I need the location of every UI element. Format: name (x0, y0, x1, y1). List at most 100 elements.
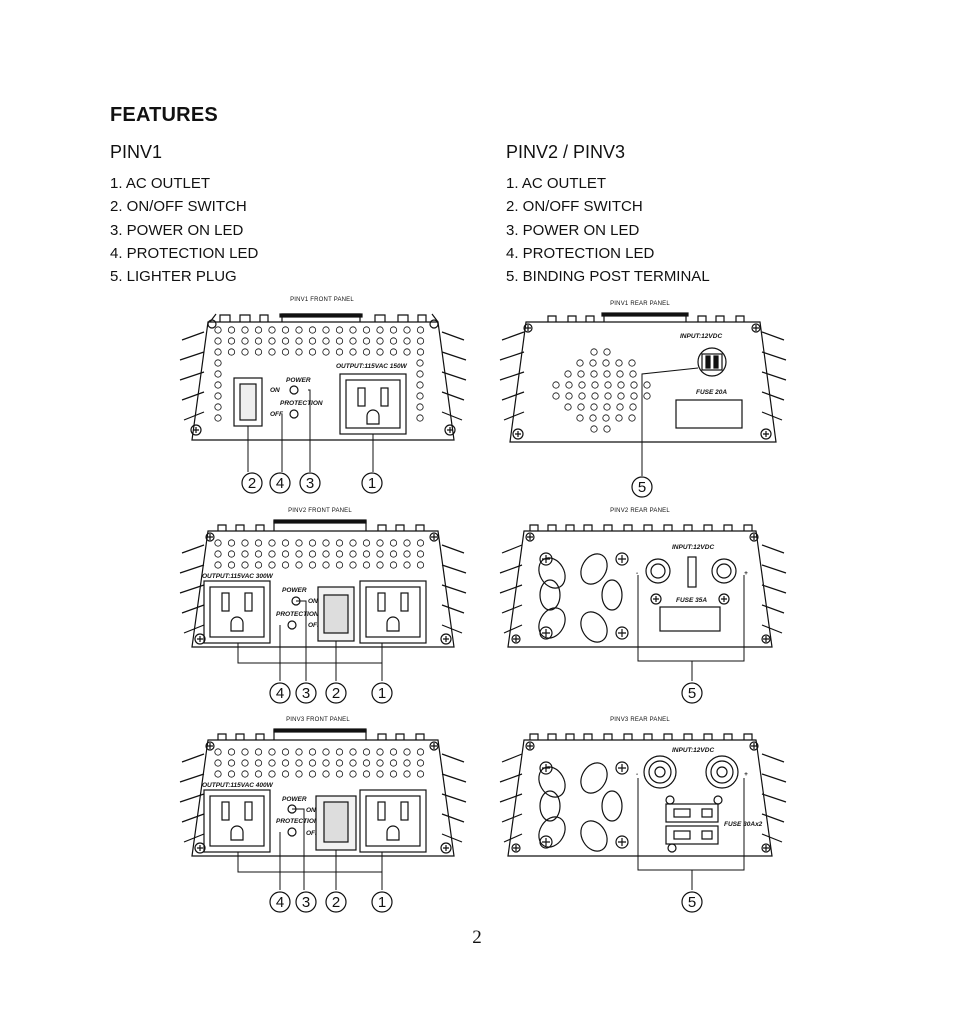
vent-hole (308, 561, 317, 569)
panel-outline (507, 530, 773, 648)
svg-text:3: 3 (302, 894, 310, 911)
off-label: OFF (306, 830, 320, 837)
fuse-label: FUSE 30Ax2 (724, 821, 763, 828)
vent-hole (254, 759, 263, 767)
vent-hole (376, 348, 384, 356)
vent-hole (389, 539, 398, 547)
vent-hole (349, 337, 357, 345)
vent-hole (603, 370, 611, 378)
vent-hole (322, 550, 330, 558)
vent-hole (308, 348, 317, 356)
vent-hole (214, 539, 222, 547)
protection-label: PROTECTION (276, 818, 319, 825)
vent-hole (616, 370, 624, 378)
vent-hole (349, 326, 357, 334)
vent-hole (335, 770, 344, 778)
vent-hole (416, 381, 424, 389)
vent-hole (376, 561, 384, 569)
vent-hole (389, 337, 398, 345)
vent-slots (538, 762, 623, 852)
list-item: 4. PROTECTION LED (110, 244, 259, 262)
vent-hole (214, 337, 222, 345)
vent-hole (227, 561, 236, 569)
panel-outline (509, 321, 777, 443)
panel-label: PINV3 REAR PANEL (610, 717, 670, 723)
vent-hole (308, 770, 317, 778)
pinv1-title: PINV1 (110, 142, 163, 162)
ac-outlet (359, 789, 427, 853)
ac-outlet (339, 373, 407, 435)
fuse-label: FUSE 20A (696, 389, 727, 396)
vent-hole (281, 770, 290, 778)
vent-hole (403, 348, 411, 356)
vent-hole (268, 759, 276, 767)
fuse-holder (665, 803, 719, 823)
vent-hole (403, 748, 411, 756)
vent-hole (362, 748, 371, 756)
list-item: 5. BINDING POST TERMINAL (506, 268, 710, 286)
vent-hole (241, 561, 249, 569)
protection-led (289, 409, 299, 419)
vent-hole (578, 392, 586, 400)
vent-hole (416, 392, 424, 400)
vent-hole (214, 759, 222, 767)
vent-hole (362, 770, 371, 778)
vent-hole (295, 348, 303, 356)
vent-hole (564, 403, 572, 411)
vent-hole (362, 550, 371, 558)
vent-hole (617, 381, 625, 389)
fuse-label: FUSE 35A (676, 597, 707, 604)
vent-hole (308, 748, 317, 756)
vent-hole (227, 337, 236, 345)
cooling-fins-left (179, 331, 205, 421)
on-label: ON (308, 598, 318, 605)
vent-hole (349, 348, 357, 356)
vent-hole (335, 748, 344, 756)
vent-hole (254, 561, 263, 569)
svg-text:2: 2 (332, 685, 340, 702)
vent-hole (590, 370, 598, 378)
vent-hole (322, 770, 330, 778)
vent-hole (254, 770, 263, 778)
vent-hole (254, 539, 263, 547)
vent-hole (281, 539, 290, 547)
vent-hole (389, 326, 398, 334)
vent-hole (254, 337, 263, 345)
vent-hole (268, 748, 276, 756)
vent-hole (403, 770, 411, 778)
vent-hole (376, 539, 384, 547)
vent-hole (416, 561, 425, 569)
list-item: 5. LIGHTER PLUG (110, 268, 237, 286)
vent-hole (214, 348, 222, 356)
vent-hole (362, 348, 371, 356)
vent-hole (577, 403, 585, 411)
vent-hole (268, 326, 276, 334)
vent-hole (214, 561, 222, 569)
vent-hole (416, 770, 425, 778)
vent-hole (281, 748, 290, 756)
pinv1-front-panel-figure: PINV1 FRONT PANEL ON OFF POWER PROTECTIO… (170, 292, 480, 494)
vent-hole (615, 414, 623, 422)
input-rating: INPUT:12VDC (672, 747, 714, 754)
vent-hole (362, 561, 371, 569)
vent-hole (349, 748, 357, 756)
callout-5: 5 (688, 685, 696, 702)
vent-hole (630, 381, 638, 389)
pinv1-features: PINV1 1. AC OUTLET 2. ON/OFF SWITCH 3. P… (110, 142, 258, 288)
vent-hole (591, 381, 599, 389)
svg-text:1: 1 (378, 894, 386, 911)
vent-hole (308, 550, 317, 558)
vent-hole (335, 561, 344, 569)
svg-text:4: 4 (276, 685, 284, 702)
fuse-holder (675, 399, 743, 429)
screw-icon (429, 319, 439, 329)
pinv3-front-panel-figure: PINV3 FRONT PANEL OUTPUT:115VAC 400W POW… (170, 712, 480, 913)
binding-post-positive (711, 558, 737, 584)
vent-hole (552, 381, 560, 389)
vent-hole (564, 370, 572, 378)
output-rating: OUTPUT:115VAC 400W (202, 782, 274, 789)
vent-hole (590, 348, 598, 356)
vent-hole (416, 370, 424, 378)
vent-hole (376, 770, 384, 778)
power-label: POWER (282, 796, 307, 803)
